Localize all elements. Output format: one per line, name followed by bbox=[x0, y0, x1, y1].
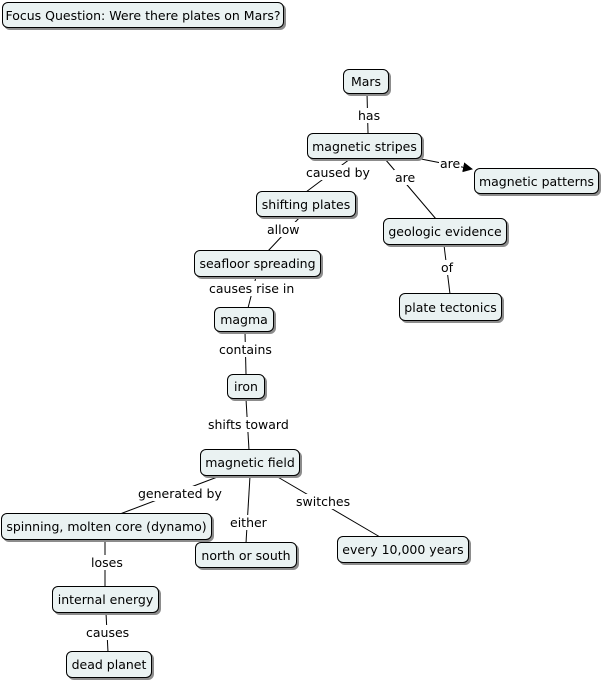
node-dead-planet: dead planet bbox=[66, 651, 152, 678]
node-north-or-south: north or south bbox=[195, 542, 297, 568]
link-label-switches: switches bbox=[295, 494, 352, 509]
node-mars: Mars bbox=[343, 69, 389, 94]
node-magma: magma bbox=[214, 307, 274, 332]
link-label-are-patterns: are bbox=[439, 156, 462, 171]
node-magnetic-field: magnetic field bbox=[200, 449, 300, 476]
link-label-contains: contains bbox=[218, 342, 273, 357]
link-label-shifts-toward: shifts toward bbox=[207, 417, 290, 432]
link-label-allow: allow bbox=[266, 222, 301, 237]
link-label-caused-by: caused by bbox=[305, 165, 371, 180]
edge-stripes-are-evidence bbox=[384, 158, 437, 220]
edge-field-either bbox=[245, 475, 251, 544]
link-label-causes: causes bbox=[85, 625, 131, 640]
link-label-loses: loses bbox=[90, 555, 124, 570]
node-magnetic-patterns: magnetic patterns bbox=[474, 168, 599, 194]
link-label-of: of bbox=[440, 260, 455, 275]
node-iron: iron bbox=[227, 374, 265, 399]
link-label-either: either bbox=[229, 515, 268, 530]
focus-question: Focus Question: Were there plates on Mar… bbox=[2, 2, 284, 28]
node-shifting-plates: shifting plates bbox=[256, 191, 356, 217]
link-label-are-evidence: are bbox=[394, 170, 417, 185]
node-plate-tectonics: plate tectonics bbox=[399, 293, 502, 321]
link-label-has: has bbox=[357, 108, 382, 123]
link-label-causes-rise-in: causes rise in bbox=[208, 281, 296, 296]
link-label-generated-by: generated by bbox=[137, 486, 223, 501]
node-core: spinning, molten core (dynamo) bbox=[1, 513, 212, 540]
node-geologic-evidence: geologic evidence bbox=[383, 218, 507, 245]
node-seafloor-spreading: seafloor spreading bbox=[194, 250, 321, 277]
node-internal-energy: internal energy bbox=[52, 586, 159, 613]
node-magnetic-stripes: magnetic stripes bbox=[307, 133, 422, 159]
node-every-10000-years: every 10,000 years bbox=[337, 536, 469, 563]
